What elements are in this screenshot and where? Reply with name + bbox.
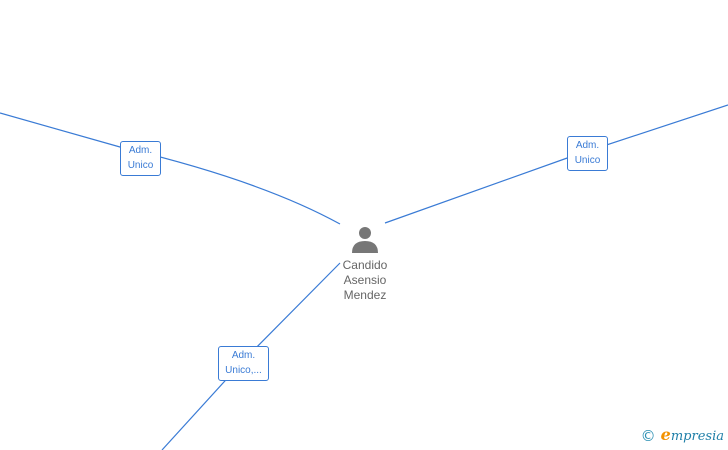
edge-line-right [384, 104, 728, 224]
edge-label-right-line1: Adm. [575, 140, 600, 151]
brand-watermark: © empresia [640, 425, 724, 447]
empresia-logo: empresia [661, 425, 724, 447]
person-node[interactable]: Candido Asensio Mendez [330, 224, 400, 303]
edge-label-bottom[interactable]: Adm. Unico,... [218, 346, 269, 381]
edge-line-left [0, 112, 341, 225]
edge-label-bottom-line2: Unico,... [225, 365, 262, 376]
person-name-line3: Mendez [343, 288, 387, 302]
edge-label-left-line2: Unico [127, 160, 154, 171]
person-name-line1: Candido [342, 258, 388, 272]
edge-label-right[interactable]: Adm. Unico [567, 136, 608, 171]
edge-label-right-line2: Unico [574, 155, 601, 166]
person-icon [352, 227, 378, 253]
brand-initial: e [660, 425, 671, 444]
copyright-icon: © [640, 427, 656, 445]
brand-rest: mpresia [670, 429, 724, 444]
edge-label-left-line1: Adm. [128, 145, 153, 156]
person-name: Candido Asensio Mendez [330, 258, 400, 303]
edge-label-left[interactable]: Adm. Unico [120, 141, 161, 176]
edge-label-bottom-line1: Adm. [231, 350, 256, 361]
person-name-line2: Asensio [343, 273, 387, 287]
